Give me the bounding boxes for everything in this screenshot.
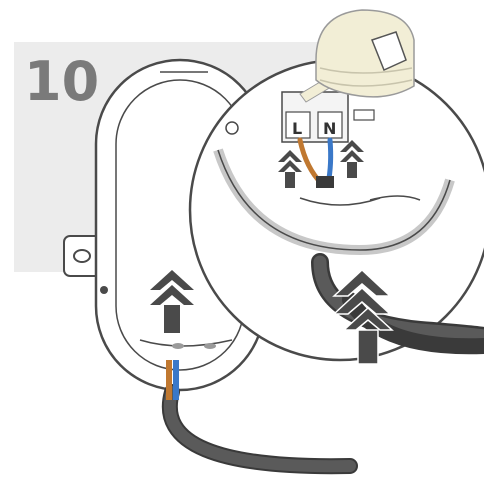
live-wire <box>166 360 172 400</box>
terminal-neutral-label: N <box>323 119 336 138</box>
terminal-live-label: L <box>292 119 302 138</box>
step-number: 10 <box>24 50 99 113</box>
screw-icon <box>100 286 108 294</box>
screw-icon <box>226 122 238 134</box>
screwdriver-icon <box>300 10 414 102</box>
neutral-wire <box>173 360 179 400</box>
